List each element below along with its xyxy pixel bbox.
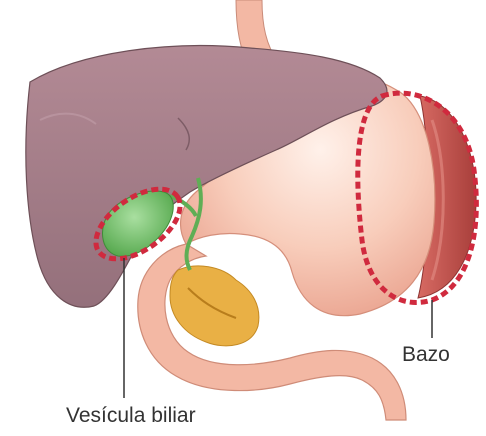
pancreas <box>170 266 259 346</box>
spleen-label: Bazo <box>402 343 450 367</box>
gallbladder-label: Vesícula biliar <box>66 404 196 428</box>
